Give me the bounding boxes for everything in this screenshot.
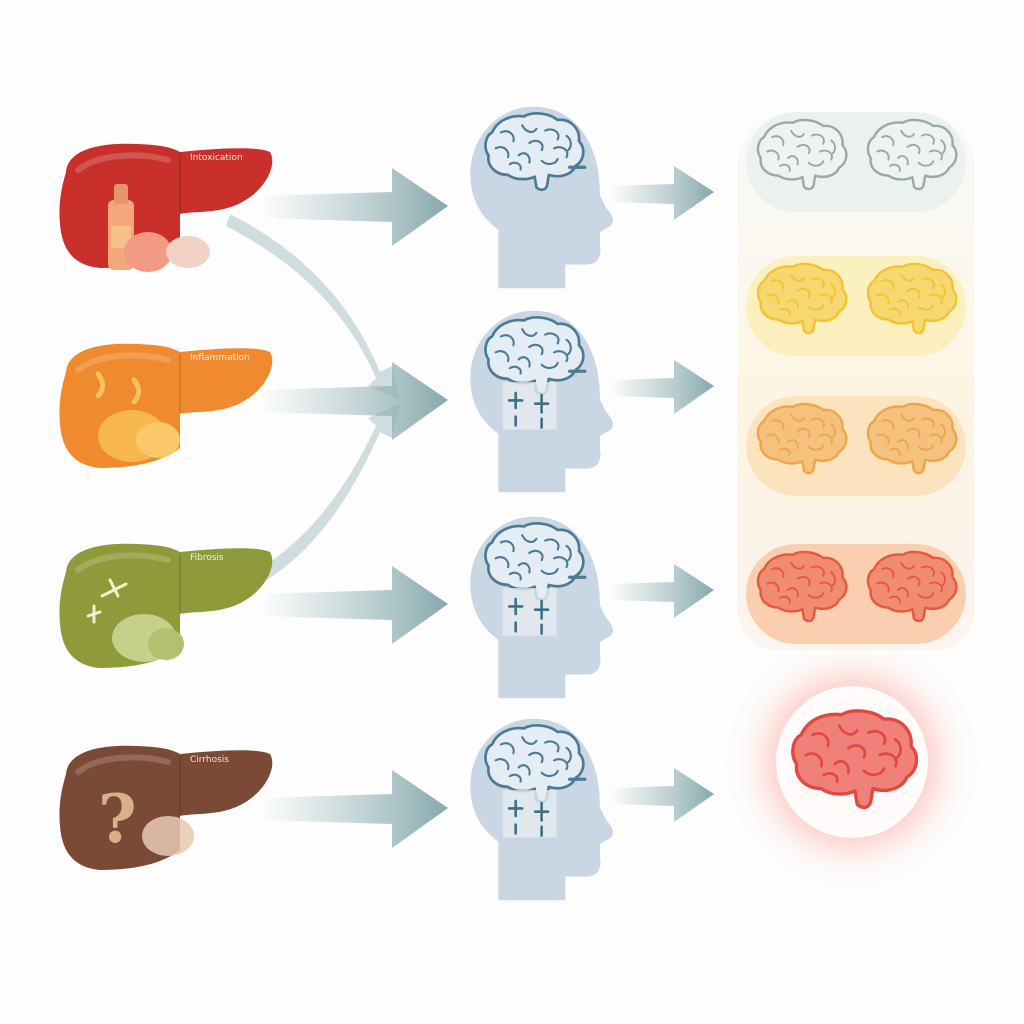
liver-label: Inflammation [190,353,250,363]
arrow-right-icon [610,768,714,822]
food-icon [98,410,180,462]
arrow-right-icon [262,566,448,644]
food-icon [124,232,210,272]
arrow-right-icon [610,360,714,414]
head-profile-icon [470,516,613,699]
sparkle-icon [502,790,557,838]
liver-label: Fibrosis [190,553,224,563]
sparkle-icon [502,588,557,636]
question-mark-icon: ? [98,780,137,858]
brain-stage-3 [746,396,966,496]
arrow-right-icon [610,564,714,618]
row-4: Cirrhosis? [59,718,714,901]
head-profile-icon [470,718,613,901]
sparkle-icon [86,578,128,624]
brain-stage-2 [746,256,966,356]
row-2: Inflammation [59,310,714,493]
row-1: Intoxication [59,106,714,289]
brain-stage-4 [746,544,966,644]
liver-icon: Intoxication [59,143,273,272]
food-icon [112,614,184,662]
brain-stage-1 [746,112,966,212]
liver-label: Cirrhosis [190,755,229,765]
stage-column-glow [738,120,974,650]
head-profile-icon [470,310,613,493]
brain-stage-5 [742,652,962,872]
liver-icon: Inflammation [59,343,273,468]
liver-icon: Fibrosis [59,543,273,668]
arrow-right-icon [262,362,448,440]
liver-icon: Cirrhosis? [59,745,273,870]
liver-label: Intoxication [190,153,243,163]
arrow-right-icon [262,770,448,848]
sparkle-icon [502,382,557,430]
row-3: Fibrosis [59,516,714,699]
arrow-right-icon [610,166,714,220]
head-profile-icon [470,106,613,289]
arrow-right-icon [262,168,448,246]
curved-arrow-upper [226,214,400,400]
